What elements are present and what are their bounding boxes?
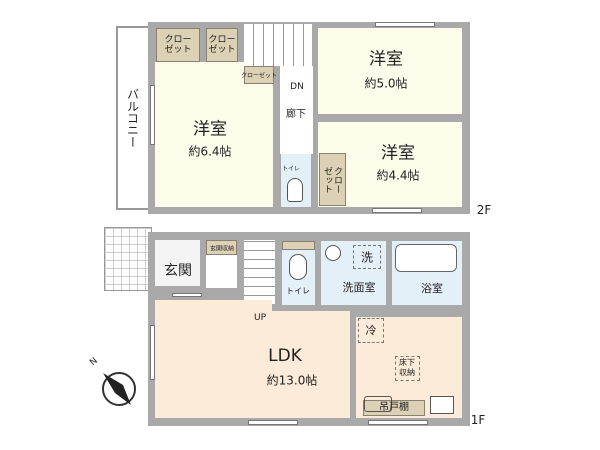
washer-label: 洗 <box>360 250 374 265</box>
hallway <box>280 66 313 154</box>
room3-size: 約4.4帖 <box>376 168 420 183</box>
room2-size: 約5.0帖 <box>364 76 408 91</box>
cabinet-label: 吊戸棚 <box>379 402 409 413</box>
stairs-2f <box>244 24 312 66</box>
underfloor-storage <box>395 356 420 381</box>
stairs-1f <box>244 240 275 304</box>
window <box>248 420 298 425</box>
floor2-label: 2F <box>476 203 492 217</box>
hallway-label: 廊下 <box>286 109 306 120</box>
wall-cabinet <box>363 400 425 416</box>
fridge-label: 冷 <box>365 324 377 337</box>
ldk-name: LDK <box>268 346 302 366</box>
ldk-size: 約13.0帖 <box>266 373 318 388</box>
closet-b <box>206 28 238 62</box>
closet-small-label: クローゼット <box>240 72 278 80</box>
toilet-tank <box>282 241 315 250</box>
ldk-room <box>155 300 272 418</box>
room-western-5-0 <box>318 28 462 114</box>
entrance-hall <box>206 255 237 288</box>
closet-c-label: クロー ゼット <box>322 166 342 194</box>
window <box>375 22 435 27</box>
closet-a <box>156 28 200 62</box>
toilet-bowl-icon <box>289 254 307 280</box>
floor1-label: 1F <box>470 413 486 427</box>
room1-name: 洋室 <box>193 119 227 140</box>
toilet-1f-label: トイレ <box>286 286 310 296</box>
window <box>372 208 422 213</box>
kitchen-sink-icon <box>364 396 392 412</box>
ldk-room-main <box>270 311 350 418</box>
closet-small <box>244 66 274 84</box>
entrance <box>155 240 200 286</box>
room-western-6-4 <box>155 62 273 207</box>
bathtub-icon <box>395 244 457 272</box>
toilet-2f-label: トイレ <box>281 165 301 173</box>
entrance-storage-label: 玄関収納 <box>209 245 235 253</box>
balcony-label: バルコニー <box>125 88 140 148</box>
dn-label: DN <box>290 82 304 92</box>
stove-icon <box>430 396 454 414</box>
entrance-label: 玄関 <box>164 263 192 279</box>
entrance-storage <box>206 240 237 255</box>
washer-space <box>353 245 381 269</box>
fridge-space <box>358 318 384 343</box>
window <box>368 420 428 425</box>
porch-tiles <box>104 227 152 291</box>
up-label: UP <box>253 313 267 323</box>
underfloor-label: 床下 収納 <box>399 358 415 377</box>
room1-size: 約6.4帖 <box>188 144 232 159</box>
room2-name: 洋室 <box>369 49 403 70</box>
window <box>172 293 202 297</box>
closet-b-label: クロー ゼット <box>208 35 236 55</box>
window <box>150 325 155 380</box>
closet-a-label: クロー ゼット <box>164 35 192 55</box>
window <box>150 85 155 145</box>
washroom-label: 洗面室 <box>342 281 376 294</box>
room3-name: 洋室 <box>381 143 415 164</box>
compass-icon <box>102 372 136 406</box>
toilet-bowl-icon <box>287 178 303 202</box>
closet-c <box>319 153 346 206</box>
bath-label: 浴室 <box>421 282 443 295</box>
sink-icon <box>325 245 341 261</box>
